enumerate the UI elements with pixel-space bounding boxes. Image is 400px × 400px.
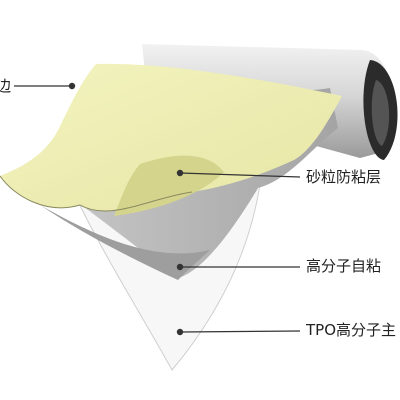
callout-adhesive-layer	[176, 263, 300, 271]
tpo-layer-label: TPO高分子主	[306, 321, 397, 339]
callout-sand-layer	[176, 169, 301, 178]
leader-line-sand	[179, 172, 301, 178]
leader-dot-edge	[68, 82, 76, 90]
sand-layer-curl	[114, 155, 224, 216]
roll-core	[371, 80, 390, 146]
adhesive-layer-label: 高分子自粘	[306, 257, 382, 275]
edge-label: 边	[0, 77, 12, 95]
leader-line-tpo	[179, 330, 301, 333]
sand-layer-label: 砂粒防粘层	[306, 168, 382, 186]
leader-dot-adhesive	[176, 263, 184, 271]
callout-edge	[14, 82, 76, 90]
callout-tpo-layer	[176, 328, 301, 336]
adhesive-fold	[40, 205, 210, 280]
leader-dot-sand	[176, 169, 184, 177]
sand-layer	[0, 63, 342, 211]
leader-dot-tpo	[176, 328, 184, 336]
sheet-edge	[0, 175, 193, 212]
